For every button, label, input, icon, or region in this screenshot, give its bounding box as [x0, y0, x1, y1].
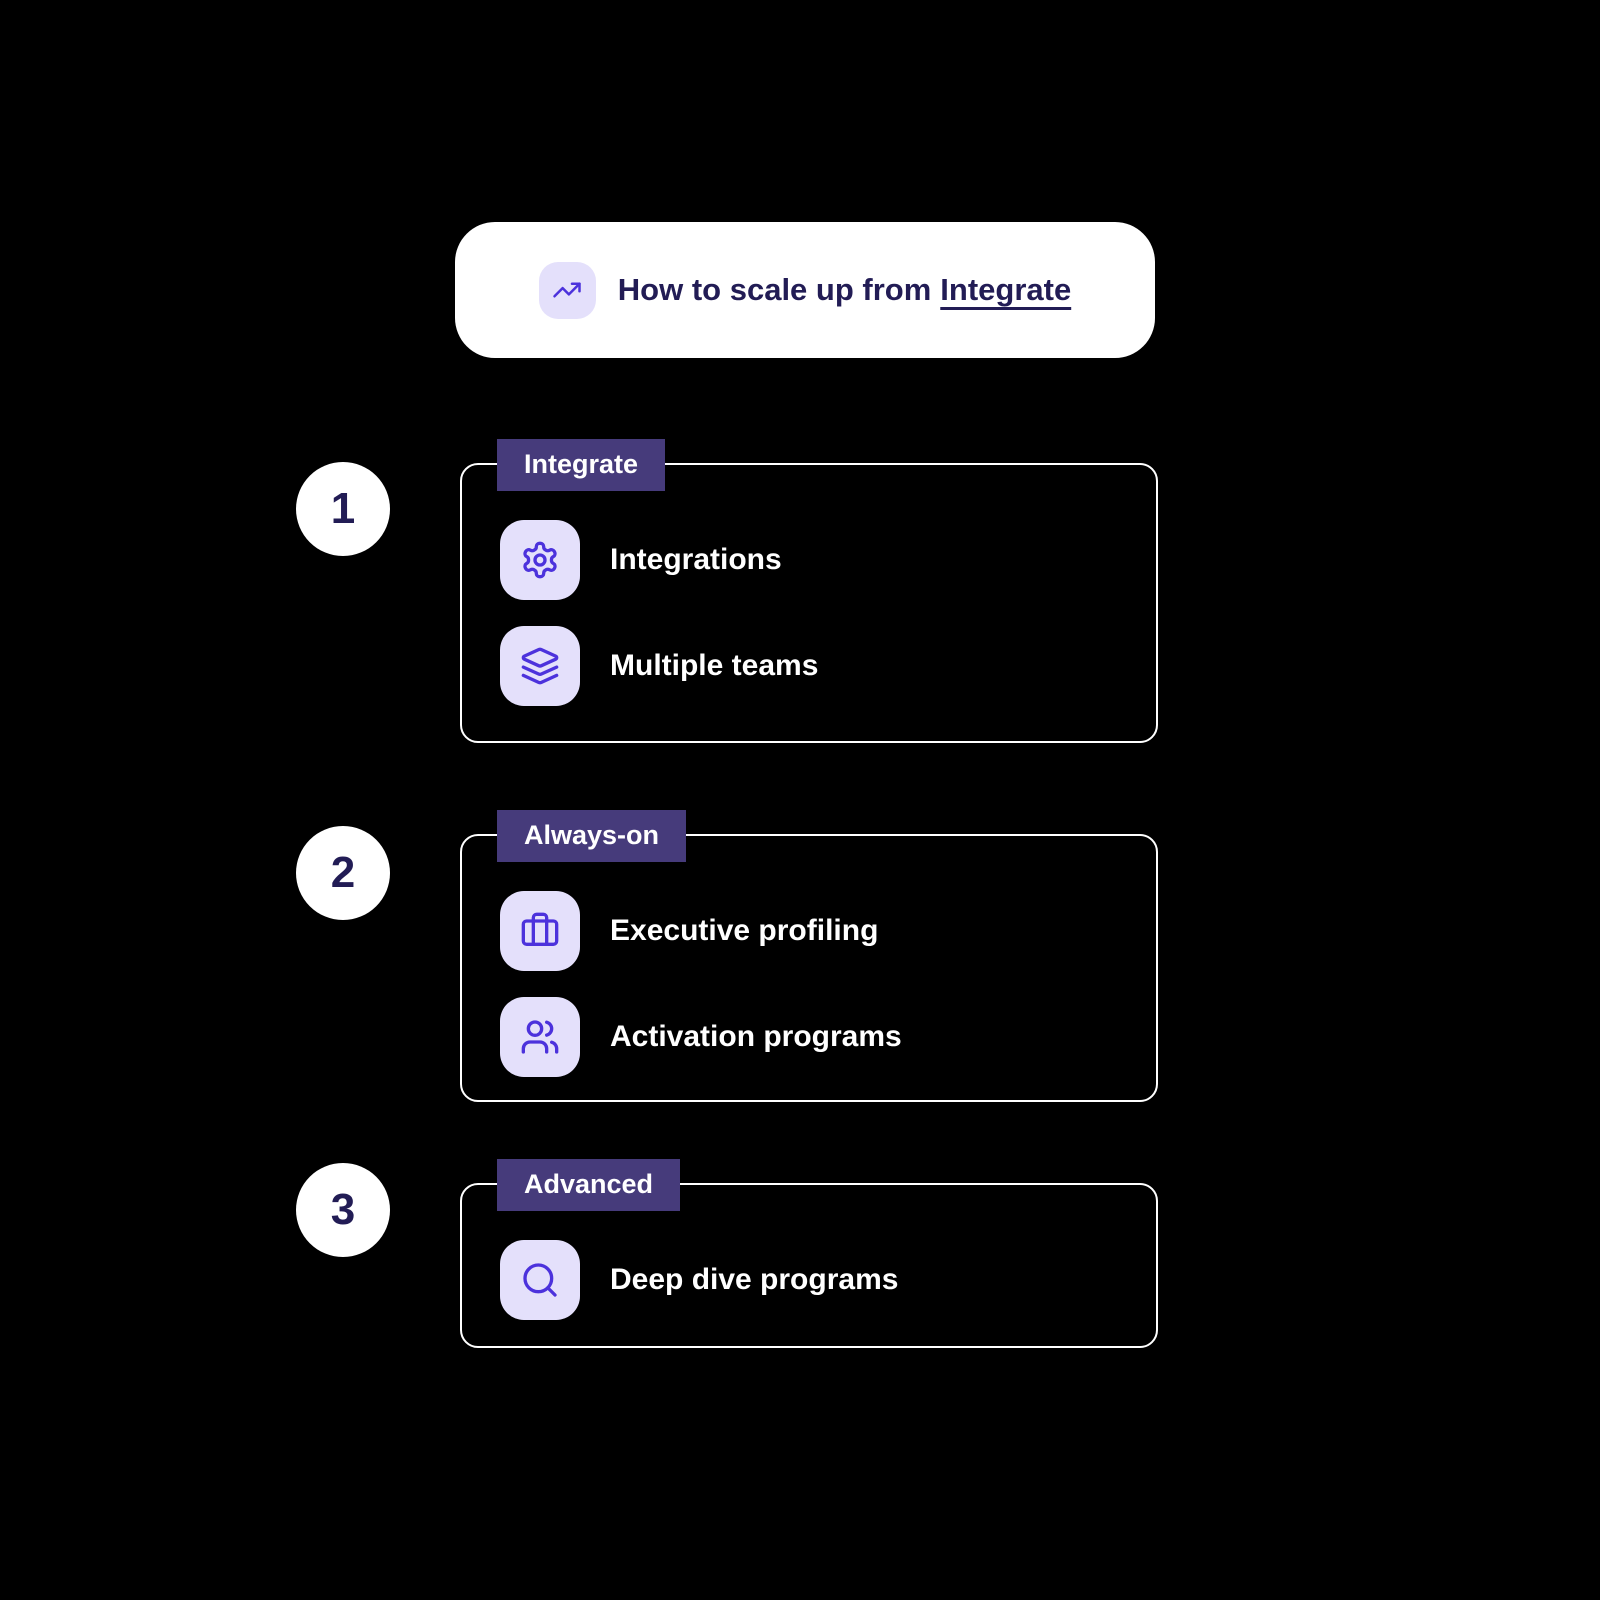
section-advanced: Advanced Deep dive programs	[460, 1159, 1158, 1348]
step-number-label: 2	[330, 848, 356, 897]
trending-up-icon	[538, 261, 596, 319]
header-card: How to scale up from Integrate	[455, 222, 1155, 358]
list-item: Integrations	[500, 520, 1116, 600]
item-label: Deep dive programs	[610, 1263, 899, 1296]
integrate-link[interactable]: Integrate	[940, 272, 1072, 307]
page-title: How to scale up from Integrate	[618, 272, 1071, 308]
step-number-3: 3	[296, 1163, 390, 1257]
section-integrate: Integrate Integrations Multiple teams	[460, 439, 1158, 743]
list-item: Activation programs	[500, 997, 1116, 1077]
item-label: Executive profiling	[610, 914, 879, 947]
item-label: Activation programs	[610, 1020, 902, 1053]
section-tag-always-on: Always-on	[497, 810, 687, 863]
item-label: Integrations	[610, 543, 782, 576]
section-tag-advanced: Advanced	[497, 1159, 681, 1212]
search-icon	[500, 1240, 580, 1320]
step-number-label: 3	[330, 1185, 356, 1234]
briefcase-icon	[500, 891, 580, 971]
step-number-label: 1	[330, 484, 356, 533]
title-text: How to scale up from	[617, 272, 932, 307]
layers-icon	[500, 626, 580, 706]
section-always-on: Always-on Executive profiling Activation…	[460, 810, 1158, 1102]
users-icon	[500, 997, 580, 1077]
list-item: Executive profiling	[500, 891, 1116, 971]
section-tag-integrate: Integrate	[497, 439, 666, 492]
item-label: Multiple teams	[610, 649, 819, 682]
gear-icon	[500, 520, 580, 600]
step-number-2: 2	[296, 826, 390, 920]
list-item: Multiple teams	[500, 626, 1116, 706]
step-number-1: 1	[296, 462, 390, 556]
list-item: Deep dive programs	[500, 1240, 1116, 1320]
